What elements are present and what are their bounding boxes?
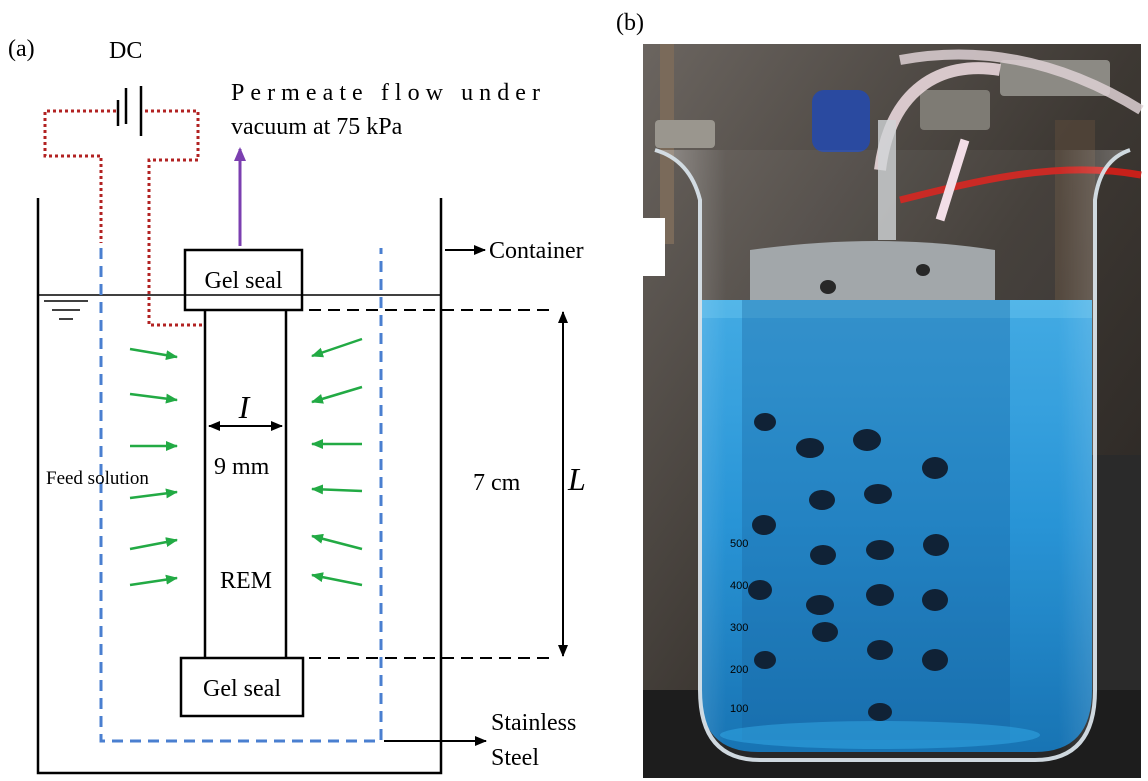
photo-panel: (b): [616, 10, 1144, 778]
feed-solution-label: Feed solution: [46, 468, 149, 489]
container-label: Container: [489, 238, 584, 264]
svg-text:200: 200: [730, 664, 748, 676]
permeate-label-line1: Permeate flow under: [231, 80, 540, 106]
steel-label-line1: Stainless: [491, 710, 576, 736]
height-value: 7 cm: [473, 470, 521, 496]
permeate-label-line2: vacuum at 75 kPa: [231, 114, 403, 140]
dc-label: DC: [109, 38, 142, 64]
svg-text:100: 100: [730, 703, 748, 715]
gel-seal-bottom: [179, 656, 305, 718]
svg-text:500: 500: [730, 538, 748, 550]
width-value: 9 mm: [214, 454, 270, 480]
schematic-panel: (a) DC Permeate flow under vacuum at 75 …: [8, 36, 586, 775]
steel-label-line2: Steel: [491, 745, 539, 771]
electrical-circuit: [43, 109, 205, 327]
stainless-steel-mesh: [99, 248, 383, 743]
panel-b-tag: (b): [616, 10, 644, 36]
gel-seal-bottom-label: Gel seal: [203, 676, 281, 702]
water-level-icon: [44, 300, 88, 320]
svg-text:300: 300: [730, 622, 748, 634]
feed-flow-arrows: [129, 337, 363, 587]
width-symbol: I: [238, 389, 251, 425]
svg-text:400: 400: [730, 580, 748, 592]
rem-label: REM: [220, 568, 272, 594]
panel-a-tag: (a): [8, 36, 35, 62]
beaker-graduations: 500 400 300 200 100: [730, 538, 748, 715]
gel-seal-top: [183, 248, 304, 312]
gel-seal-top-label: Gel seal: [205, 268, 283, 294]
height-symbol: L: [567, 461, 586, 497]
beaker-photo: 500 400 300 200 100: [643, 44, 1144, 778]
container-outline: [36, 198, 443, 775]
dc-battery-icon: [116, 86, 143, 136]
mesh-holes: [748, 413, 949, 721]
